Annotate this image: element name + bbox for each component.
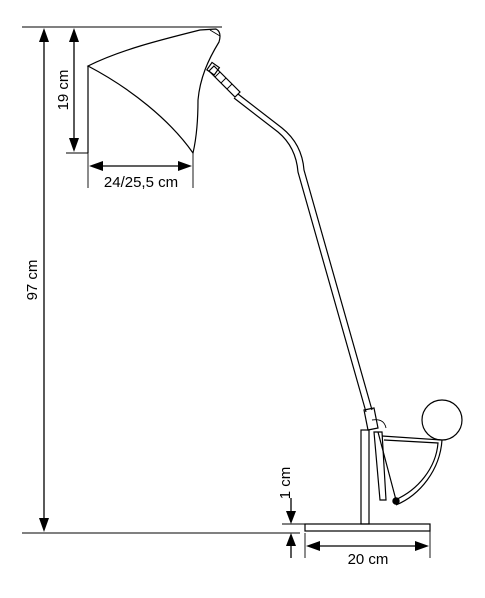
shade-width-arrow-right (178, 161, 192, 171)
base-height-arrow-bottom (286, 533, 296, 546)
shade-width-arrow-left (89, 161, 103, 171)
upper-arm-inner (233, 97, 367, 413)
shade-height-arrow-top (69, 28, 79, 42)
shade-height-label: 19 cm (55, 70, 72, 111)
lamp-drawing (86, 28, 463, 532)
total-height-arrow-top (39, 28, 49, 42)
counterweight-arc (381, 435, 443, 506)
base-width-arrow-left (306, 541, 320, 551)
lamp-base (304, 523, 431, 532)
lower-mechanism (373, 431, 400, 505)
base-width-arrow-right (415, 541, 429, 551)
base-height-arrow-top (286, 511, 296, 524)
lamp-shade (86, 28, 221, 155)
dimension-lines (39, 28, 429, 558)
total-height-arrow-bottom (39, 518, 49, 532)
total-height-label: 97 cm (24, 260, 41, 301)
arm-clamp (363, 407, 387, 431)
dimension-labels: 97 cm 19 cm 24/25,5 cm 1 cm 20 cm (24, 70, 388, 568)
shade-tip (209, 29, 221, 37)
shade-height-arrow-bottom (69, 138, 79, 152)
base-height-label: 1 cm (277, 467, 294, 500)
shade-joint (206, 61, 241, 98)
base-width-label: 20 cm (348, 551, 389, 568)
counterweight-arc-inner (383, 439, 439, 501)
lamp-pillar (360, 429, 370, 525)
shade-width-label: 24/25,5 cm (104, 174, 178, 191)
reference-lines (22, 26, 431, 558)
counterweight-ball (421, 399, 463, 441)
upper-arm (237, 93, 373, 411)
